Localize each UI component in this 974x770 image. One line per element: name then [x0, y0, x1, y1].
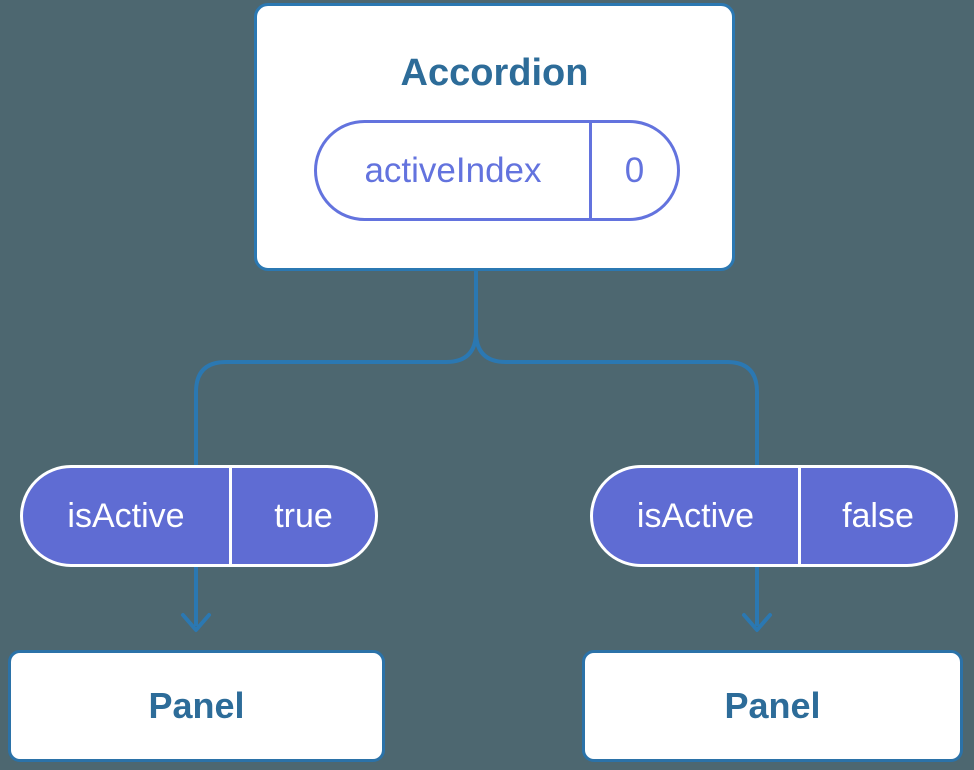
prop-value-label: true	[274, 496, 333, 535]
prop-name-label: isActive	[67, 496, 185, 535]
state-pill-activeindex: activeIndex 0	[314, 120, 680, 221]
panel-component-node-right: Panel	[582, 650, 963, 762]
prop-name-label: isActive	[636, 496, 755, 535]
pill-divider	[798, 468, 801, 564]
state-name-label: activeIndex	[364, 150, 542, 190]
component-title: Panel	[724, 685, 821, 726]
component-title: Panel	[148, 685, 245, 726]
accordion-component-node: Accordion activeIndex 0	[254, 3, 735, 271]
pill-divider	[229, 468, 232, 564]
pill-divider	[589, 123, 592, 218]
branch-line-left	[194, 271, 478, 626]
state-value-label: 0	[624, 150, 645, 190]
arrow-down-icon	[742, 613, 772, 632]
prop-value-label: false	[842, 496, 914, 535]
prop-pill-isactive-true: isActive true	[20, 465, 378, 567]
prop-pill-isactive-false: isActive false	[590, 465, 958, 567]
arrow-down-icon	[181, 613, 211, 632]
component-title: Accordion	[400, 52, 589, 94]
panel-component-node-left: Panel	[8, 650, 385, 762]
branch-line-right	[474, 271, 759, 626]
